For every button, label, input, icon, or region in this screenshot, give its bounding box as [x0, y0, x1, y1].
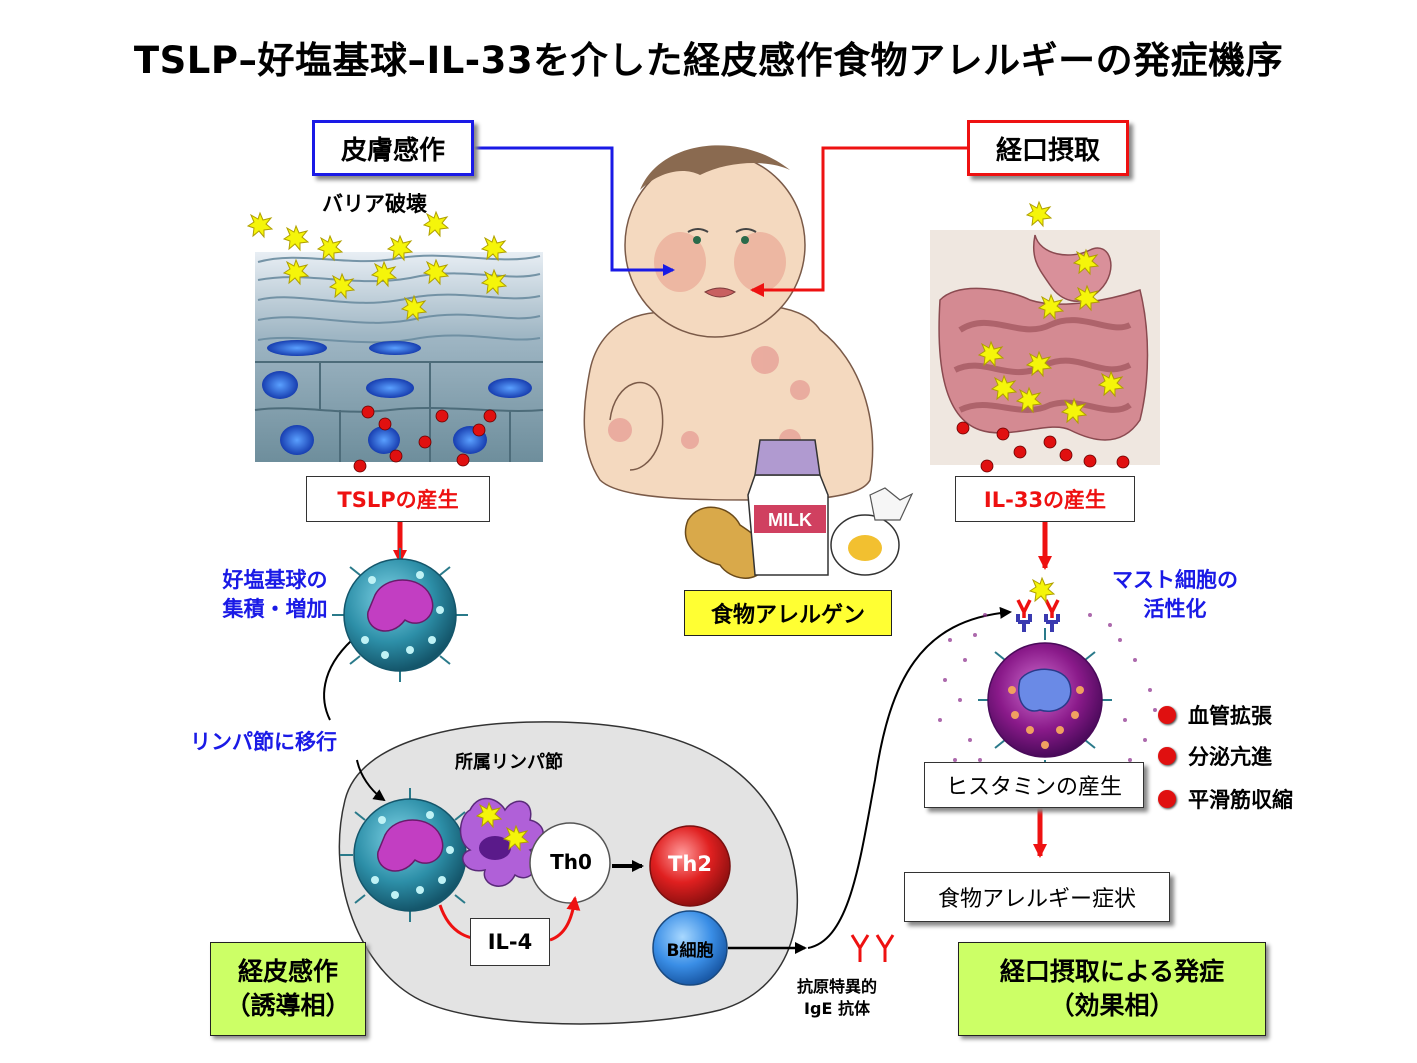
ige-antibody-icon [850, 934, 895, 962]
intestine-illustration [930, 201, 1160, 473]
mast-cell [938, 577, 1157, 772]
bcell-label: B細胞 [666, 941, 714, 961]
induction-line-1: 経皮感作 [237, 957, 338, 987]
diagram-title: TSLP–好塩基球–IL-33を介した経皮感作食物アレルギーの発症機序 [133, 39, 1284, 82]
effector-phase-box: 経口摂取による発症 （効果相） [958, 942, 1266, 1036]
ige-to-mast-curve [807, 606, 1012, 949]
effect-dot-icon [1158, 747, 1176, 765]
dendritic-cell [459, 797, 544, 887]
tslp-production-box: TSLPの産生 [306, 476, 490, 522]
basophil-label-line-2: 集積・増加 [222, 597, 328, 622]
ige-label-line-2: IgE 抗体 [804, 998, 870, 1018]
induction-phase-box: 経皮感作 （誘導相） [210, 942, 366, 1036]
effector-line-2: （効果相） [1049, 991, 1175, 1020]
b-cell [652, 910, 728, 986]
effect-secretion: 分泌亢進 [1158, 741, 1272, 771]
barrier-disruption-label: バリア破壊 [322, 192, 427, 216]
food-allergen-box: 食物アレルゲン [684, 590, 892, 636]
basophil-cell-lymph [340, 788, 480, 922]
effector-line-1: 経口摂取による発症 [999, 957, 1225, 987]
mast-label-line-1: マスト細胞の [1112, 568, 1238, 592]
effect-label: 平滑筋収縮 [1188, 788, 1293, 812]
skin-to-infant-arrow [473, 146, 675, 276]
effect-label: 分泌亢進 [1188, 745, 1272, 769]
th2-cell [649, 825, 731, 907]
induction-line-2: （誘導相） [225, 991, 351, 1020]
effect-dot-icon [1158, 706, 1176, 724]
migration-curve-top [323, 639, 353, 721]
ige-antibody-label: 抗原特異的 IgE 抗体 [782, 976, 892, 1019]
migration-curve-bottom [356, 759, 386, 802]
ige-label-line-1: 抗原特異的 [796, 977, 877, 996]
effect-vasodilation: 血管拡張 [1158, 700, 1272, 730]
skin-tissue-illustration [247, 211, 544, 473]
th2-label: Th2 [668, 852, 712, 876]
lymph-node-label: 所属リンパ節 [455, 752, 563, 773]
oral-to-infant-arrow [750, 146, 970, 297]
basophil-label-line-1: 好塩基球の [222, 568, 328, 592]
food-allergen-illustration: MILK [684, 439, 914, 579]
infant-eczema-illustration [583, 145, 874, 501]
histamine-production-box: ヒスタミンの産生 [924, 762, 1144, 808]
il4-loop-right [549, 896, 581, 942]
il33-production-box: IL-33の産生 [955, 476, 1135, 522]
basophil-accumulation-label: 好塩基球の 集積・増加 [200, 566, 350, 625]
oral-intake-box: 経口摂取 [967, 120, 1129, 176]
allergy-symptom-box: 食物アレルギー症状 [904, 872, 1170, 922]
lymph-migration-label: リンパ節に移行 [190, 730, 337, 754]
effect-smooth-muscle: 平滑筋収縮 [1158, 784, 1293, 814]
effect-dot-icon [1158, 790, 1176, 808]
il4-box: IL-4 [470, 918, 550, 966]
skin-sensitization-box: 皮膚感作 [312, 120, 474, 176]
th0-label: Th0 [550, 850, 592, 874]
mast-cell-activation-label: マスト細胞の 活性化 [1085, 566, 1265, 625]
effect-label: 血管拡張 [1188, 704, 1272, 728]
milk-carton-text: MILK [768, 510, 812, 530]
mast-label-line-2: 活性化 [1143, 597, 1207, 622]
basophil-cell-top [332, 548, 468, 682]
